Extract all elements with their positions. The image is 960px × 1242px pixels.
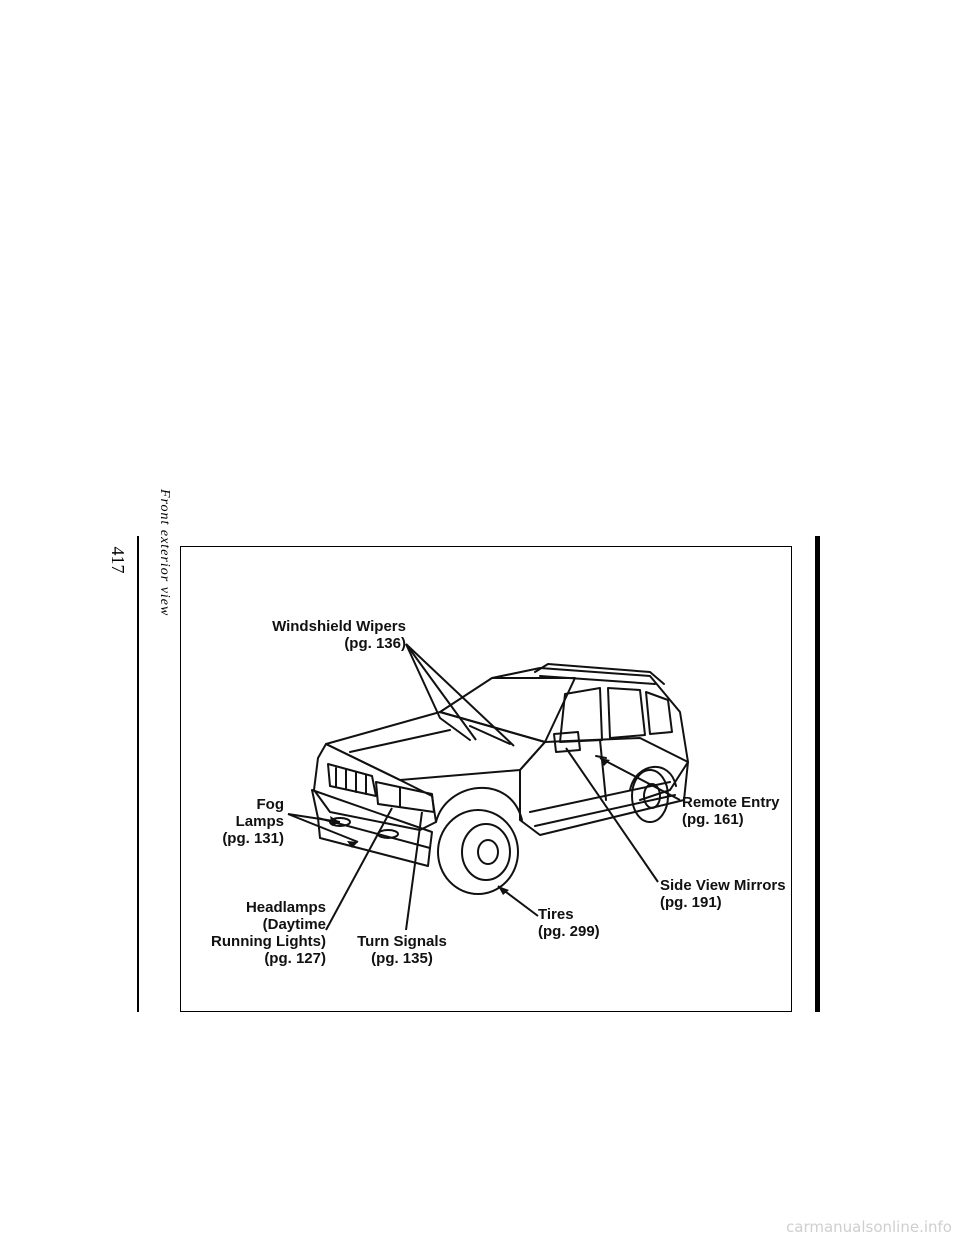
front-tire bbox=[437, 809, 519, 895]
wiper-left bbox=[439, 717, 471, 741]
front-hub bbox=[477, 839, 499, 865]
label-turn-signals: Turn Signals (pg. 135) bbox=[357, 933, 447, 967]
door-handle bbox=[595, 755, 607, 759]
right-rule bbox=[815, 536, 820, 1012]
leader-windshield-wipers-b bbox=[405, 643, 477, 741]
label-headlamps: Headlamps (Daytime Running Lights) (pg. … bbox=[211, 899, 326, 967]
leader-windshield-wipers-c bbox=[405, 643, 515, 747]
leader-fog-lamps-b bbox=[287, 813, 359, 843]
label-side-view-mirrors: Side View Mirrors (pg. 191) bbox=[660, 877, 786, 911]
rear-wheel-arch bbox=[629, 766, 677, 791]
label-fog-lamps: Fog Lamps (pg. 131) bbox=[222, 796, 284, 847]
leader-turn-signals bbox=[405, 811, 423, 931]
wiper-right bbox=[469, 725, 511, 745]
side-mirror bbox=[553, 731, 581, 753]
body-side bbox=[519, 737, 689, 836]
rear-tire bbox=[631, 769, 669, 823]
headlamp bbox=[375, 781, 435, 813]
side-window-cargo bbox=[645, 691, 673, 735]
figure-frame bbox=[180, 546, 792, 1012]
vehicle-body bbox=[491, 667, 689, 801]
fog-lamp-left bbox=[329, 817, 351, 827]
label-windshield-wipers: Windshield Wipers (pg. 136) bbox=[272, 618, 406, 652]
label-tires: Tires (pg. 299) bbox=[538, 906, 600, 940]
front-wheel-arch bbox=[435, 786, 523, 823]
watermark: carmanualsonline.info bbox=[786, 1218, 952, 1236]
label-remote-entry: Remote Entry (pg. 161) bbox=[682, 794, 780, 828]
leader-windshield-wipers-a bbox=[405, 643, 441, 719]
leader-remote-entry bbox=[599, 757, 681, 801]
leader-side-view-mirrors bbox=[565, 747, 659, 883]
leader-headlamps bbox=[325, 807, 393, 931]
hood bbox=[325, 711, 546, 781]
front-bumper bbox=[311, 789, 433, 849]
grille bbox=[327, 763, 377, 797]
side-window-rear bbox=[607, 687, 646, 739]
left-rule bbox=[137, 536, 139, 1012]
